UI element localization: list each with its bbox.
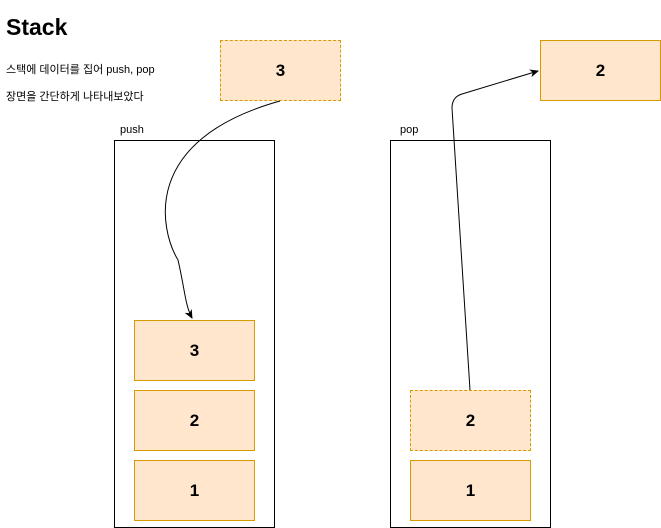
pop-stack-item-bottom: 1: [410, 460, 531, 521]
push-arrow: [164, 100, 281, 319]
push-stack-item-bottom: 1: [134, 460, 255, 521]
pop-stack-item-top: 2: [410, 390, 531, 451]
pop-outgoing-item: 2: [540, 40, 661, 101]
diagram-title: Stack: [6, 14, 68, 40]
push-stack-item-middle: 2: [134, 390, 255, 451]
pop-arrow: [451, 69, 539, 391]
push-incoming-item: 3: [220, 40, 341, 101]
pop-stack-label: pop: [400, 124, 419, 136]
push-stack-item-top: 3: [134, 320, 255, 381]
description-line-2: 장면을 간단하게 나타내보았다: [6, 91, 144, 103]
push-stack-label: push: [120, 124, 144, 136]
description-line-1: 스택에 데이터를 집어 push, pop: [6, 64, 155, 76]
